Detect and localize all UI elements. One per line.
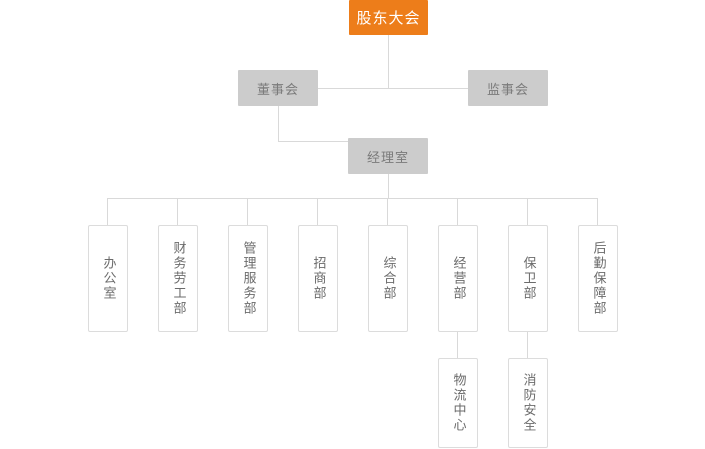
- node-subunit-logistics-center[interactable]: 物流中心: [438, 358, 478, 448]
- node-label: 招商部: [310, 256, 326, 301]
- node-manager-office[interactable]: 经理室: [348, 138, 428, 174]
- connector-drop-subunit-1: [457, 332, 458, 358]
- node-label: 消防安全: [520, 373, 536, 433]
- connector-drop-3: [247, 198, 248, 225]
- node-label: 综合部: [380, 256, 396, 301]
- connector-board-down: [278, 105, 279, 141]
- connector-level2-bus: [318, 88, 468, 89]
- connector-department-bus: [107, 198, 597, 199]
- node-board-of-supervisors[interactable]: 监事会: [468, 70, 548, 106]
- connector-drop-6: [457, 198, 458, 225]
- connector-board-to-manager: [278, 141, 348, 142]
- node-label: 管理服务部: [240, 241, 256, 316]
- connector-drop-2: [177, 198, 178, 225]
- node-department-management-service[interactable]: 管理服务部: [228, 225, 268, 332]
- node-department-logistics-support[interactable]: 后勤保障部: [578, 225, 618, 332]
- connector-drop-8: [597, 198, 598, 225]
- node-department-general[interactable]: 综合部: [368, 225, 408, 332]
- node-department-office[interactable]: 办公室: [88, 225, 128, 332]
- node-department-security[interactable]: 保卫部: [508, 225, 548, 332]
- node-subunit-fire-safety[interactable]: 消防安全: [508, 358, 548, 448]
- node-department-operations[interactable]: 经营部: [438, 225, 478, 332]
- node-label: 后勤保障部: [590, 241, 606, 316]
- connector-drop-4: [317, 198, 318, 225]
- connector-drop-5: [387, 198, 388, 225]
- node-label: 保卫部: [520, 256, 536, 301]
- connector-manager-down: [388, 173, 389, 198]
- node-label: 办公室: [100, 256, 116, 301]
- node-label: 物流中心: [450, 373, 466, 433]
- node-shareholders-meeting[interactable]: 股东大会: [349, 0, 428, 35]
- node-board-of-directors[interactable]: 董事会: [238, 70, 318, 106]
- connector-drop-1: [107, 198, 108, 225]
- node-department-finance-labor[interactable]: 财务劳工部: [158, 225, 198, 332]
- connector-drop-subunit-2: [527, 332, 528, 358]
- node-label: 经营部: [450, 256, 466, 301]
- node-label: 财务劳工部: [170, 241, 186, 316]
- connector-drop-7: [527, 198, 528, 225]
- connector-root-down: [388, 35, 389, 88]
- node-department-investment[interactable]: 招商部: [298, 225, 338, 332]
